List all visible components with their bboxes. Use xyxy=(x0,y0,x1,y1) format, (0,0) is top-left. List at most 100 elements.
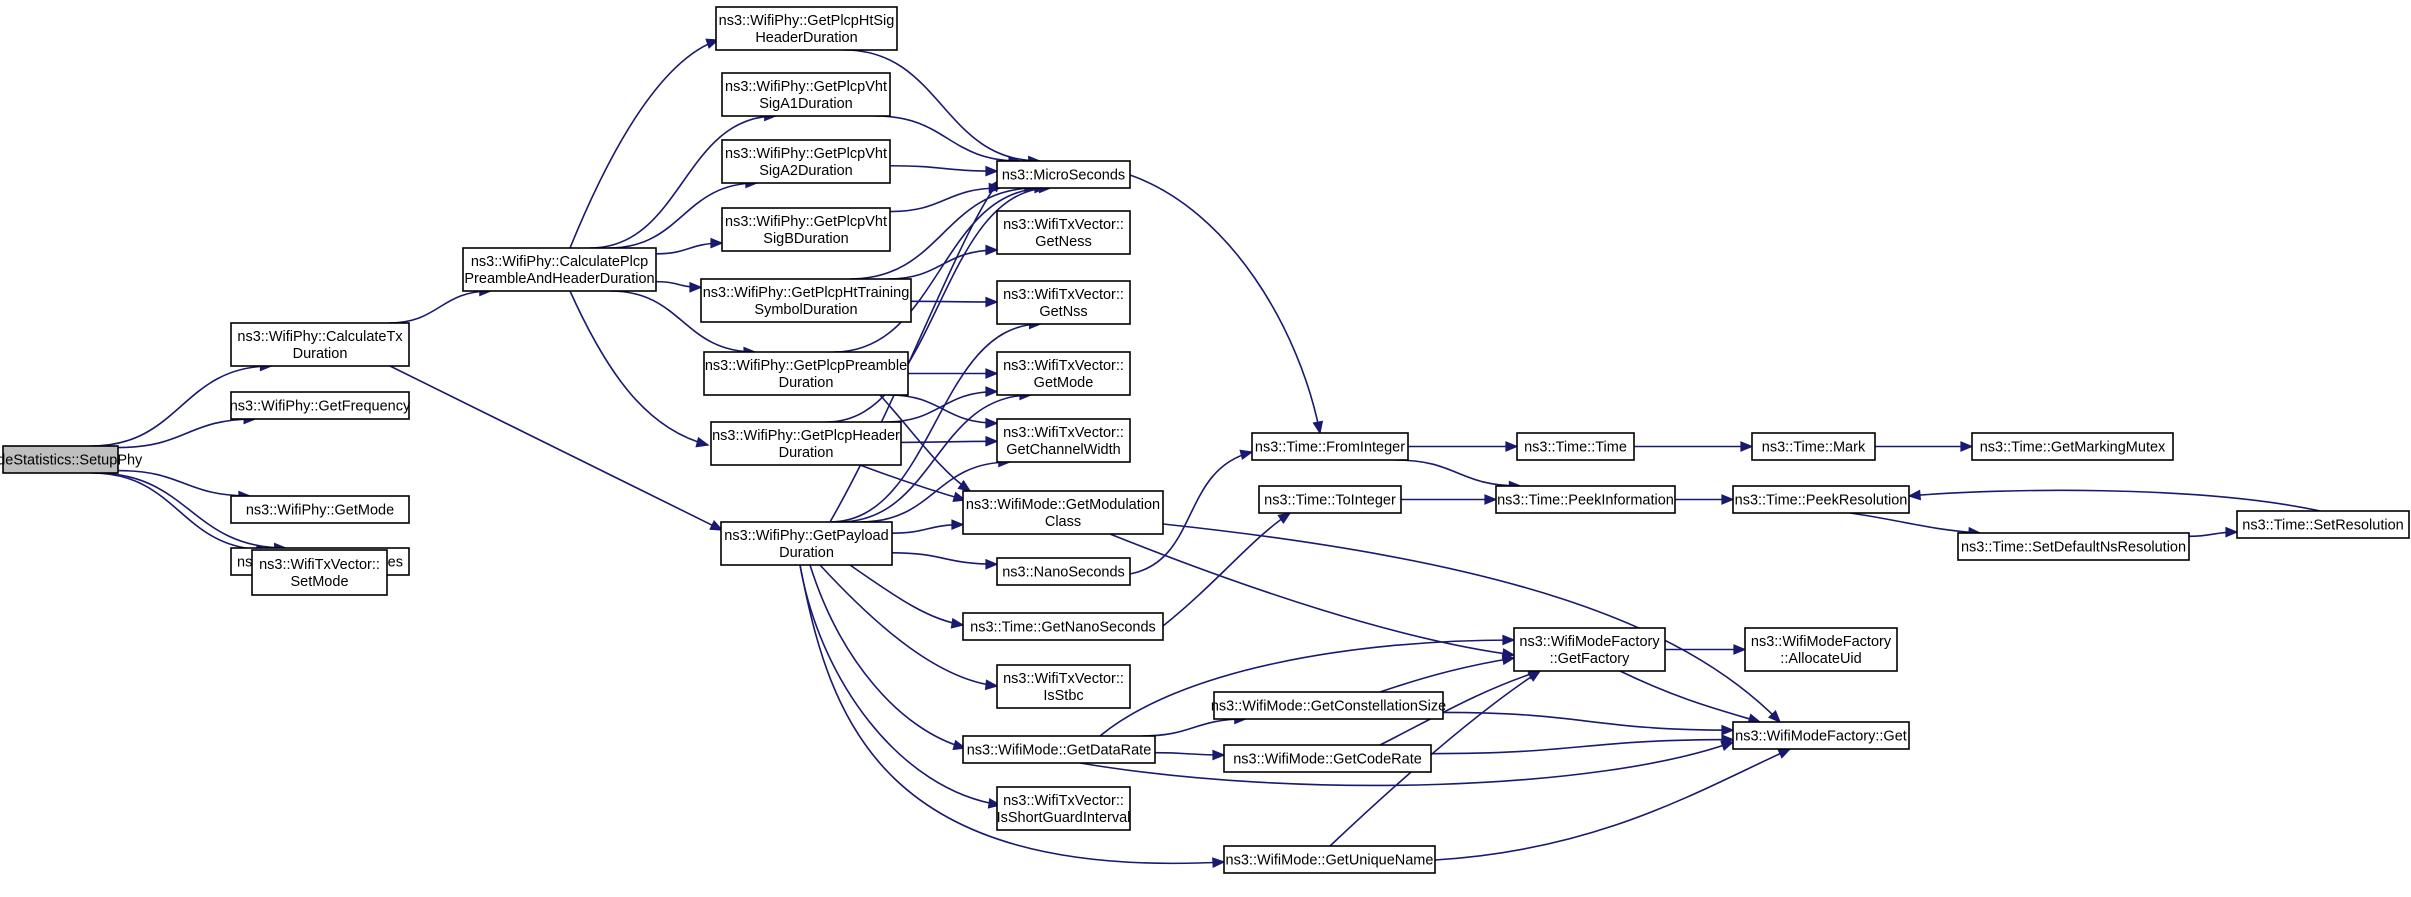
node-label: ns3::Time::GetNanoSeconds xyxy=(970,620,1156,636)
node-label: ns3::Time::GetMarkingMutex xyxy=(1980,440,2166,456)
node-toint[interactable]: ns3::Time::ToInteger xyxy=(1258,485,1402,514)
node-getness[interactable]: ns3::WifiTxVector::GetNess xyxy=(996,210,1131,255)
node-peekres[interactable]: ns3::Time::PeekResolution xyxy=(1732,485,1910,514)
node-mark[interactable]: ns3::Time::Mark xyxy=(1751,432,1876,461)
edge-getpayload-to-datarate xyxy=(809,564,967,751)
node-txgetmode[interactable]: ns3::WifiTxVector::GetMode xyxy=(996,351,1131,396)
node-constsize[interactable]: ns3::WifiMode::GetConstellationSize xyxy=(1211,691,1446,720)
node-getfactory[interactable]: ns3::WifiModeFactory::GetFactory xyxy=(1513,627,1666,672)
node-label: ns3::WifiTxVector:: xyxy=(1003,793,1124,809)
node-label: ns3::WifiMode::GetConstellationSize xyxy=(1211,699,1446,715)
edge-vhtsiga1-to-micro xyxy=(875,115,1022,167)
node-label: GetMode xyxy=(1034,375,1094,391)
edge-header-to-txgetmode xyxy=(885,386,999,423)
edge-httraining-to-getness xyxy=(887,244,999,280)
edge-datarate-to-getfactory xyxy=(1099,634,1516,737)
node-label: Duration xyxy=(779,445,834,461)
edge-calcplcp-to-header xyxy=(569,290,710,448)
node-calcplcp[interactable]: ns3::WifiPhy::CalculatePlcpPreambleAndHe… xyxy=(462,247,657,292)
node-label: ns3::NanoSeconds xyxy=(1002,565,1125,581)
node-label: ::GetFactory xyxy=(1550,651,1631,667)
node-label: ns3::Time::SetResolution xyxy=(2242,518,2403,534)
node-label: ns3::WifiMode::GetUniqueName xyxy=(1226,853,1434,869)
node-label: ns3::WifiModeFactory xyxy=(1519,634,1660,650)
edge-uniquename-to-getfactory xyxy=(1329,670,1542,847)
node-label: ns3::WifiPhy::GetMode xyxy=(246,503,394,519)
node-setupphy[interactable]: NodeStatistics::SetupPhy xyxy=(0,445,143,474)
node-setres[interactable]: ns3::Time::SetResolution xyxy=(2236,510,2410,539)
node-httraining[interactable]: ns3::WifiPhy::GetPlcpHtTrainingSymbolDur… xyxy=(700,278,912,323)
node-mfget[interactable]: ns3::WifiModeFactory::Get xyxy=(1732,721,1910,750)
node-label: PreambleAndHeaderDuration xyxy=(464,271,654,287)
node-label: ns3::WifiTxVector:: xyxy=(1003,671,1124,687)
edge-getpayload-to-nano xyxy=(891,552,999,570)
node-setmode[interactable]: ns3::WifiTxVector::SetMode xyxy=(251,549,388,596)
node-label: ns3::WifiModeFactory::Get xyxy=(1735,729,1907,745)
node-allocuid[interactable]: ns3::WifiModeFactory::AllocateUid xyxy=(1744,627,1898,672)
node-label: Class xyxy=(1045,514,1081,530)
node-label: ns3::WifiModeFactory xyxy=(1751,634,1892,650)
node-uniquename[interactable]: ns3::WifiMode::GetUniqueName xyxy=(1223,845,1436,874)
node-time[interactable]: ns3::Time::Time xyxy=(1516,432,1635,461)
edge-peekinfo-to-peekres xyxy=(1675,494,1735,505)
node-fromint[interactable]: ns3::Time::FromInteger xyxy=(1251,432,1409,461)
node-label: ns3::Time::SetDefaultNsResolution xyxy=(1961,540,2186,556)
node-micro[interactable]: ns3::MicroSeconds xyxy=(996,160,1131,189)
node-chwidth[interactable]: ns3::WifiTxVector::GetChannelWidth xyxy=(996,418,1131,463)
node-label: ns3::Time::PeekInformation xyxy=(1497,493,1674,509)
edge-getpayload-to-shortgi xyxy=(799,564,1002,809)
edge-header-to-chwidth xyxy=(900,435,999,447)
node-label: ::AllocateUid xyxy=(1780,651,1861,667)
node-label: ns3::WifiMode::GetModulation xyxy=(966,497,1160,513)
edge-preamble-to-modclass xyxy=(879,394,972,492)
node-coderate[interactable]: ns3::WifiMode::GetCodeRate xyxy=(1223,744,1432,773)
edge-getpayload-to-getnano xyxy=(849,564,965,629)
node-setdefns[interactable]: ns3::Time::SetDefaultNsResolution xyxy=(1957,532,2190,561)
edge-calcplcp-to-htsig xyxy=(569,38,720,249)
node-label: IsStbc xyxy=(1043,688,1083,704)
node-datarate[interactable]: ns3::WifiMode::GetDataRate xyxy=(962,735,1156,764)
node-getnano[interactable]: ns3::Time::GetNanoSeconds xyxy=(962,612,1164,641)
node-label: Duration xyxy=(779,375,834,391)
edge-mark-to-mutex xyxy=(1874,441,1974,452)
node-label: NodeStatistics::SetupPhy xyxy=(0,453,143,469)
node-label: ns3::WifiPhy::GetPlcpHeader xyxy=(712,428,900,444)
edge-time-to-mark xyxy=(1633,441,1754,452)
node-label: ns3::Time::Time xyxy=(1524,440,1627,456)
node-label: ns3::WifiMode::GetDataRate xyxy=(967,743,1152,759)
edge-setupphy-to-getmode xyxy=(117,469,252,502)
edge-setres-to-peekres xyxy=(1907,489,2321,512)
node-label: ns3::WifiTxVector:: xyxy=(1003,358,1124,374)
edge-nano-to-fromint xyxy=(1129,449,1254,575)
node-label: ns3::WifiTxVector:: xyxy=(1003,217,1124,233)
edge-micro-to-fromint xyxy=(1129,174,1324,435)
node-label: ns3::WifiTxVector:: xyxy=(259,557,380,573)
node-peekinfo[interactable]: ns3::Time::PeekInformation xyxy=(1495,485,1676,514)
node-label: ns3::WifiPhy::GetPlcpPreamble xyxy=(705,358,907,374)
node-label: SymbolDuration xyxy=(754,302,857,318)
node-isstbc[interactable]: ns3::WifiTxVector::IsStbc xyxy=(996,664,1131,709)
edge-toint-to-peekinfo xyxy=(1401,494,1498,505)
edge-vhtsigb-to-micro xyxy=(889,182,1002,213)
edge-modclass-to-getfactory xyxy=(1109,533,1516,659)
node-mutex[interactable]: ns3::Time::GetMarkingMutex xyxy=(1971,432,2174,461)
node-nano[interactable]: ns3::NanoSeconds xyxy=(996,557,1131,586)
node-getmode[interactable]: ns3::WifiPhy::GetMode xyxy=(230,495,410,524)
node-getfreq[interactable]: ns3::WifiPhy::GetFrequency xyxy=(230,391,411,420)
edge-datarate-to-coderate xyxy=(1154,749,1226,761)
edge-getpayload-to-uniquename xyxy=(799,564,1226,868)
edge-modclass-to-mfget xyxy=(1162,523,1782,724)
node-getnss[interactable]: ns3::WifiTxVector::GetNss xyxy=(996,280,1131,325)
edge-coderate-to-mfget xyxy=(1430,734,1735,755)
node-shortgi[interactable]: ns3::WifiTxVector::IsShortGuardInterval xyxy=(996,786,1131,831)
edge-setdefns-to-setres xyxy=(2188,526,2239,538)
